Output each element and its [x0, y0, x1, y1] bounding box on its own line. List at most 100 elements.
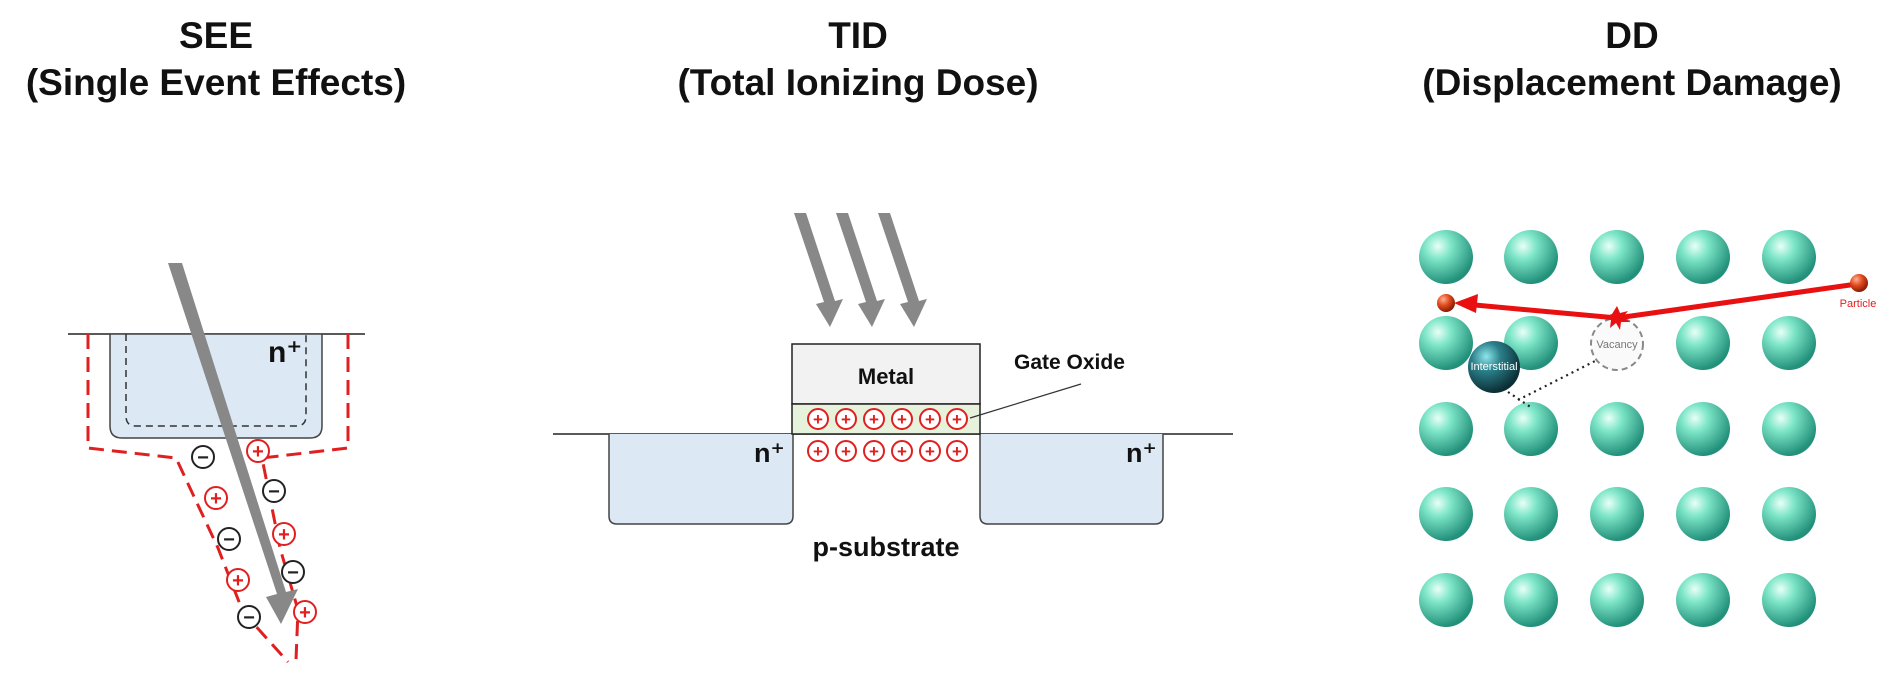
negative-charge-icon: −	[237, 605, 261, 629]
lattice-atom	[1762, 402, 1816, 456]
negative-charge-icon: −	[217, 527, 241, 551]
positive-charge-icon: +	[919, 408, 941, 430]
svg-text:+: +	[813, 410, 823, 429]
svg-text:+: +	[299, 602, 311, 624]
svg-text:+: +	[952, 442, 962, 461]
tid-substrate-label: p-substrate	[812, 532, 959, 562]
svg-text:+: +	[210, 488, 222, 510]
svg-text:+: +	[278, 524, 290, 546]
lattice-atom	[1419, 573, 1473, 627]
dd-collision-burst-icon	[1604, 306, 1630, 330]
svg-text:+: +	[841, 410, 851, 429]
negative-charge-icon: −	[281, 560, 305, 584]
lattice-atom	[1590, 573, 1644, 627]
dd-particle-track	[1463, 281, 1858, 321]
dd-interstitial-label: Interstitial	[1470, 361, 1517, 373]
lattice-atom	[1676, 402, 1730, 456]
lattice-atom	[1590, 230, 1644, 284]
lattice-atom	[1762, 230, 1816, 284]
lattice-atom	[1676, 316, 1730, 370]
see-ion-track-arrow	[168, 263, 298, 624]
dd-track-arrowhead	[1454, 294, 1478, 313]
dd-particle-label: Particle	[1840, 298, 1877, 310]
lattice-atom	[1419, 487, 1473, 541]
positive-charge-icon: +	[919, 440, 941, 462]
dd-subtitle: (Displacement Damage)	[1422, 62, 1842, 103]
svg-text:+: +	[841, 442, 851, 461]
dd-displaced-atom	[1437, 294, 1455, 312]
lattice-atom	[1676, 230, 1730, 284]
lattice-atom	[1419, 402, 1473, 456]
tid-gate-oxide-leader	[969, 383, 1082, 419]
positive-charge-icon: +	[891, 408, 913, 430]
positive-charge-icon: +	[807, 408, 829, 430]
lattice-atom	[1676, 487, 1730, 541]
see-inner-depletion	[125, 334, 307, 427]
lattice-atom	[1762, 316, 1816, 370]
tid-title-block: TID (Total Ionizing Dose)	[657, 12, 1059, 106]
dd-incident-particle	[1850, 274, 1868, 292]
see-n-plus-label: n⁺	[268, 336, 302, 369]
svg-text:−: −	[197, 447, 209, 469]
positive-charge-icon: +	[246, 439, 270, 463]
lattice-atom	[1762, 573, 1816, 627]
tid-gate-oxide-label: Gate Oxide	[1014, 351, 1125, 374]
svg-text:−: −	[243, 607, 255, 629]
svg-text:+: +	[232, 570, 244, 592]
tid-radiation-arrow	[878, 213, 927, 327]
positive-charge-icon: +	[293, 600, 317, 624]
tid-radiation-arrow	[836, 213, 885, 327]
lattice-atom	[1504, 402, 1558, 456]
tid-subtitle: (Total Ionizing Dose)	[677, 62, 1039, 103]
see-charge-carriers: −+−+−+−+−+	[191, 439, 317, 629]
tid-n-plus-right-label: n⁺	[1126, 438, 1157, 468]
see-panel: n⁺ −+−+−+−+−+	[68, 263, 365, 664]
svg-text:+: +	[925, 442, 935, 461]
dd-interstitial-atom	[1468, 341, 1520, 393]
lattice-atom	[1419, 230, 1473, 284]
svg-text:+: +	[897, 410, 907, 429]
positive-charge-icon: +	[946, 440, 968, 462]
lattice-atom	[1590, 487, 1644, 541]
positive-charge-icon: +	[835, 440, 857, 462]
svg-text:+: +	[925, 410, 935, 429]
tid-right-n-well	[979, 434, 1164, 525]
positive-charge-icon: +	[807, 440, 829, 462]
tid-metal-label: Metal	[858, 364, 914, 389]
svg-text:+: +	[869, 442, 879, 461]
see-subtitle: (Single Event Effects)	[25, 62, 407, 103]
svg-text:+: +	[952, 410, 962, 429]
dd-panel: Vacancy Interstitial Particle	[1419, 230, 1876, 627]
lattice-atom	[1504, 230, 1558, 284]
positive-charge-icon: +	[835, 408, 857, 430]
positive-charge-icon: +	[891, 440, 913, 462]
positive-charge-icon: +	[272, 522, 296, 546]
positive-charge-icon: +	[863, 408, 885, 430]
positive-charge-icon: +	[226, 568, 250, 592]
tid-panel: Metal n⁺ n⁺ Gate Oxide p-substrate +++++…	[553, 213, 1233, 562]
tid-left-n-well	[608, 434, 794, 525]
dd-atom-lattice	[1419, 230, 1816, 627]
lattice-atom	[1419, 316, 1473, 370]
see-title-block: SEE (Single Event Effects)	[0, 12, 432, 106]
positive-charge-icon: +	[204, 486, 228, 510]
negative-charge-icon: −	[262, 479, 286, 503]
dd-interstitial-link	[1507, 391, 1533, 409]
svg-text:+: +	[897, 442, 907, 461]
see-title: SEE	[178, 15, 254, 56]
positive-charge-icon: +	[946, 408, 968, 430]
lattice-atom	[1590, 402, 1644, 456]
lattice-atom	[1504, 573, 1558, 627]
lattice-atom	[1676, 573, 1730, 627]
positive-charge-icon: +	[863, 440, 885, 462]
tid-title: TID	[828, 15, 888, 56]
dd-title: DD	[1605, 15, 1659, 56]
dd-title-block: DD (Displacement Damage)	[1412, 12, 1852, 106]
svg-text:−: −	[223, 529, 235, 551]
svg-text:+: +	[869, 410, 879, 429]
lattice-atom	[1504, 487, 1558, 541]
tid-radiation-arrows	[794, 213, 927, 327]
dd-vacancy-label: Vacancy	[1596, 339, 1638, 351]
tid-trapped-charges: + + + + + + + + + + + +	[807, 408, 968, 462]
